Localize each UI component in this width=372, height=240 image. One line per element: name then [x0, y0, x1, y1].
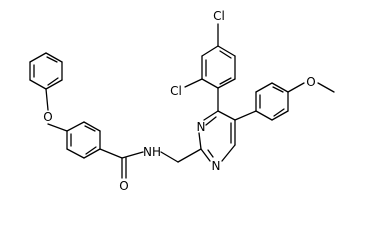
bond: [271, 110, 289, 121]
atom-label-nitrogen-ring-lower: N: [212, 159, 221, 173]
bond: [184, 78, 203, 88]
atom-label-oxygen-methoxy: O: [306, 75, 315, 89]
bond-inner: [46, 56, 58, 63]
bonds: [29, 23, 335, 179]
bond-inner: [207, 149, 214, 158]
bond-inner: [205, 116, 217, 126]
bond: [47, 123, 68, 132]
bond: [66, 121, 85, 132]
bond-inner: [47, 77, 59, 86]
bond: [83, 148, 101, 159]
bond: [160, 151, 179, 163]
atom-labels: O O NH N N Cl Cl O: [43, 9, 315, 193]
bond: [287, 82, 305, 93]
bond: [234, 110, 257, 121]
bond: [121, 151, 144, 159]
bond: [200, 148, 211, 162]
bond: [271, 82, 289, 93]
atom-label-chlorine-top: Cl: [213, 9, 225, 23]
bond: [255, 110, 273, 121]
bond-inner: [219, 50, 232, 59]
atom-label-oxygen-carbonyl: O: [119, 179, 128, 193]
bond: [317, 82, 335, 93]
bond: [201, 45, 219, 57]
bond: [221, 144, 236, 162]
bond: [217, 45, 236, 57]
bond: [45, 79, 63, 90]
atom-label-nitrogen-amide: NH: [143, 145, 161, 159]
bond-inner: [219, 77, 232, 85]
bond: [177, 148, 202, 163]
bond: [29, 79, 47, 90]
bond: [66, 148, 85, 159]
atom-label-nitrogen-ring-upper: N: [197, 120, 206, 134]
bond: [217, 78, 236, 89]
structure-diagram: O O NH N N Cl Cl O: [29, 9, 335, 193]
atom-label-oxygen-ether: O: [43, 110, 52, 124]
bond-inner: [84, 125, 96, 132]
bond-inner: [273, 108, 285, 117]
bond: [83, 121, 101, 132]
bond: [45, 52, 63, 63]
bond: [255, 82, 273, 93]
bond: [45, 88, 49, 111]
bond: [99, 148, 123, 159]
bond: [203, 110, 219, 121]
bond-inner: [85, 146, 97, 155]
bond: [201, 78, 219, 89]
atom-label-chlorine-ortho: Cl: [170, 84, 182, 98]
bond: [217, 110, 236, 121]
bond: [198, 132, 202, 150]
bond-inner: [272, 86, 284, 93]
bond: [29, 52, 47, 63]
